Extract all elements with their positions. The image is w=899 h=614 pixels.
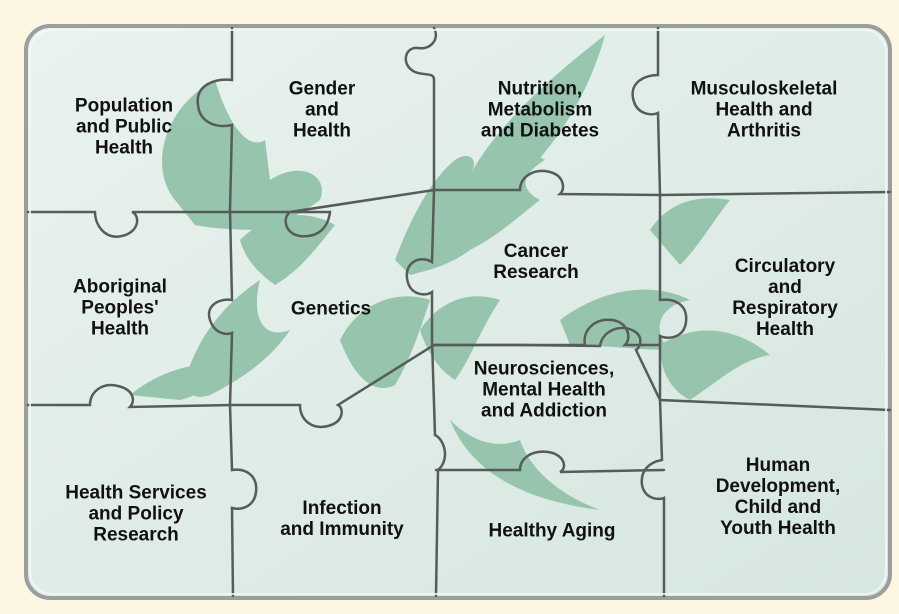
seam-h1 <box>26 169 892 238</box>
seam-v3 <box>631 26 688 598</box>
puzzle-seams <box>196 26 688 598</box>
seam-h2 <box>26 326 892 429</box>
seam-h3 <box>432 318 662 347</box>
frame-highlight <box>29 29 887 595</box>
seam-v2 <box>404 26 447 598</box>
seam-v1 <box>196 26 258 598</box>
seam-h4 <box>434 450 666 474</box>
